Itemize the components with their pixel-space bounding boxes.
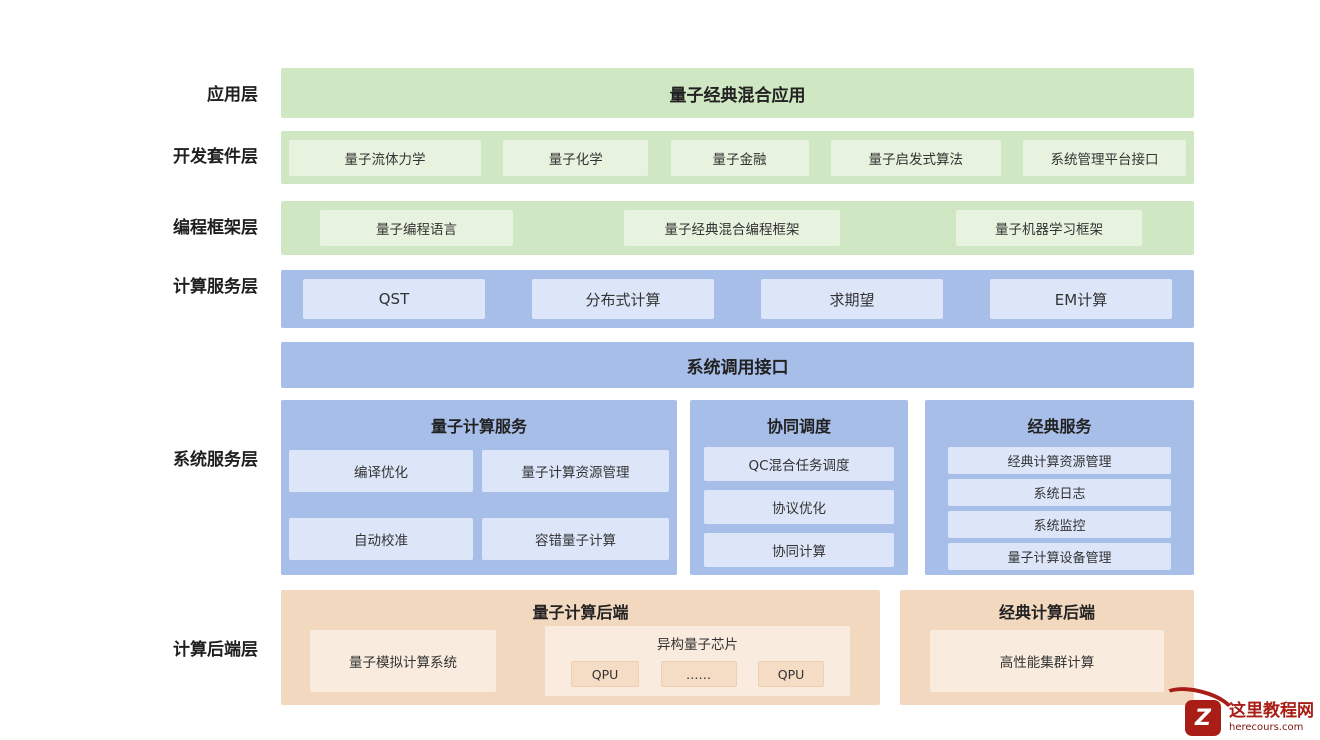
qpu-box: QPU [571,661,639,687]
classical-service-panel: 经典服务 经典计算资源管理 系统日志 系统监控 量子计算设备管理 [925,400,1194,575]
dev-suite-item: 量子启发式算法 [830,139,1001,176]
framework-item: 量子机器学习框架 [956,210,1142,246]
coordination-item: 协同计算 [704,533,894,567]
dev-suite-item: 量子化学 [503,139,649,176]
quantum-service-panel: 量子计算服务 编译优化 量子计算资源管理 自动校准 容错量子计算 [281,400,677,575]
watermark: Z 这里教程网 herecours.com [1185,700,1314,736]
classical-service-title: 经典服务 [1027,417,1092,436]
coordination-item: QC混合任务调度 [704,447,894,481]
classical-backend-title: 经典计算后端 [998,603,1095,622]
quantum-service-item: 自动校准 [289,518,473,560]
compute-service-bar: QST 分布式计算 求期望 EM计算 [281,270,1194,328]
compute-service-item: 求期望 [761,279,943,319]
quantum-service-item: 编译优化 [289,450,473,492]
compute-service-item: EM计算 [990,279,1172,319]
hpc-cluster-box: 高性能集群计算 [930,630,1164,692]
layer-label-system-service: 系统服务层 [173,450,258,470]
framework-bar: 量子编程语言 量子经典混合编程框架 量子机器学习框架 [281,201,1194,255]
dev-suite-item: 系统管理平台接口 [1023,139,1186,176]
classical-service-item: 量子计算设备管理 [948,543,1171,570]
qpu-box: QPU [758,661,824,687]
framework-item: 量子编程语言 [320,210,513,246]
coordination-panel: 协同调度 QC混合任务调度 协议优化 协同计算 [690,400,908,575]
classical-service-item: 系统日志 [948,479,1171,506]
compute-service-item: 分布式计算 [532,279,714,319]
dev-suite-item: 量子流体力学 [289,139,481,176]
chip-row: QPU …… QPU [545,661,850,687]
watermark-title: 这里教程网 [1229,701,1314,722]
dev-suite-bar: 量子流体力学 量子化学 量子金融 量子启发式算法 系统管理平台接口 [281,131,1194,184]
compute-service-item: QST [303,279,485,319]
hetero-chip-title: 异构量子芯片 [657,637,738,653]
watermark-logo-icon: Z [1185,700,1221,736]
quantum-service-title: 量子计算服务 [430,417,527,436]
classical-service-item: 经典计算资源管理 [948,447,1171,474]
layer-label-framework: 编程框架层 [173,218,258,238]
coordination-item: 协议优化 [704,490,894,524]
quantum-backend-panel: 量子计算后端 量子模拟计算系统 异构量子芯片 QPU …… QPU [281,590,880,705]
watermark-text: 这里教程网 herecours.com [1229,702,1314,733]
application-layer-bar: 量子经典混合应用 [281,68,1194,118]
quantum-backend-title: 量子计算后端 [532,603,629,622]
coordination-title: 协同调度 [766,417,831,436]
quantum-service-item: 容错量子计算 [482,518,669,560]
syscall-title: 系统调用接口 [686,357,789,378]
classical-service-item: 系统监控 [948,511,1171,538]
hetero-chip-box: 异构量子芯片 QPU …… QPU [545,626,850,696]
framework-item: 量子经典混合编程框架 [624,210,840,246]
watermark-url: herecours.com [1229,722,1304,734]
application-title: 量子经典混合应用 [669,85,806,106]
layer-label-backend: 计算后端层 [173,640,258,660]
dev-suite-item: 量子金融 [670,139,809,176]
syscall-bar: 系统调用接口 [281,342,1194,388]
quantum-simulator-box: 量子模拟计算系统 [310,630,496,692]
layer-label-compute-service: 计算服务层 [173,277,258,297]
quantum-service-item: 量子计算资源管理 [482,450,669,492]
layer-label-application: 应用层 [207,85,258,105]
classical-backend-panel: 经典计算后端 高性能集群计算 [900,590,1194,705]
ellipsis-box: …… [660,661,737,687]
layer-label-dev-suite: 开发套件层 [173,147,258,167]
